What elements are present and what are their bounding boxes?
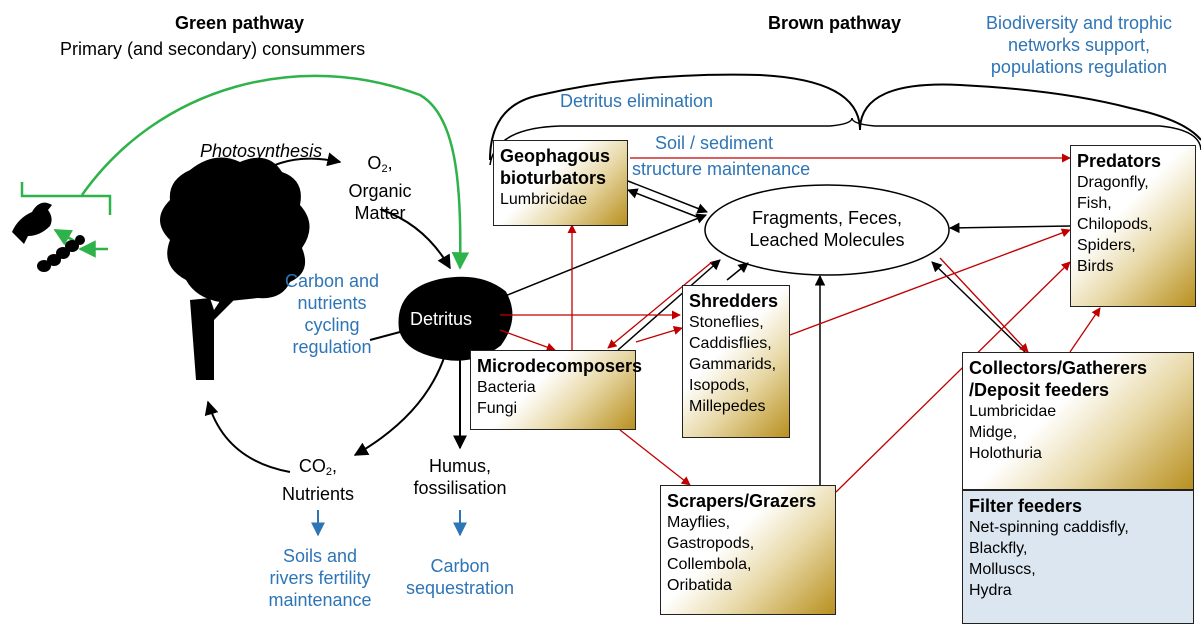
- photosynthesis-label: Photosynthesis: [200, 141, 323, 161]
- arrow-tree-o2: [249, 152, 342, 181]
- scrapers-box: Scrapers/Grazers Mayflies, Gastropods, C…: [660, 485, 836, 615]
- arrow-detritus-co2: [353, 354, 446, 456]
- geophagous-box: Geophagous bioturbators Lumbricidae: [493, 140, 628, 226]
- soil-structure-label-2: structure maintenance: [632, 159, 811, 179]
- green-pathway-subtitle: Primary (and secondary) consummers: [60, 39, 366, 59]
- microdecomposers-box: Microdecomposers Bacteria Fungi: [470, 350, 642, 430]
- soil-structure-label-1: Soil / sediment: [655, 133, 774, 153]
- arrow-predators-fragments: [948, 222, 1071, 234]
- arrow-geophagous-fragments: [627, 180, 708, 214]
- red-arrow-fragments-collectors: [939, 257, 1029, 353]
- green-arc: [80, 74, 470, 270]
- filter-feeders-box: Filter feeders Net-spinning caddisfly, B…: [962, 490, 1194, 624]
- humus-label: Humus,fossilisation: [413, 456, 507, 498]
- red-arrow-scrapers-predators: [835, 261, 1071, 493]
- detritus-label: Detritus: [410, 309, 473, 329]
- arrow-organic-detritus: [381, 209, 451, 270]
- brown-pathway-title: Brown pathway: [768, 13, 902, 33]
- red-arrow-micro-shredders: [635, 326, 683, 343]
- fragments-label: Fragments, Feces,Leached Molecules: [749, 208, 905, 250]
- green-pathway-title: Green pathway: [175, 13, 305, 33]
- bird-icon: [12, 202, 52, 244]
- red-arrow-collectors-predators: [1069, 307, 1101, 353]
- green-bracket: [20, 182, 112, 215]
- inner-brace: [489, 117, 1201, 166]
- red-arrow-fragments-micro: [607, 261, 713, 349]
- red-arrow-detritus-micro: [499, 329, 556, 352]
- arrow-fragments-geophagous: [627, 188, 701, 219]
- red-arrow-micro-scrapers: [619, 429, 691, 486]
- collectors-box: Collectors/Gatherers /Deposit feeders Lu…: [962, 352, 1194, 490]
- caterpillar-icon: [37, 235, 85, 272]
- detritus-elimination-label: Detritus elimination: [560, 91, 714, 111]
- co2-nutrients-label: CO2, Nutrients: [281, 456, 355, 504]
- red-arrow-shredders-predators: [789, 228, 1071, 336]
- tree-icon: [160, 157, 310, 380]
- arrow-co2-tree: [204, 400, 291, 473]
- arrow-collectors-fragments: [931, 261, 1026, 353]
- top-brace: [489, 73, 1201, 161]
- arrow-micro-fragments: [617, 259, 721, 351]
- arrow-detritus-fragments: [504, 213, 707, 297]
- shredders-box: Shredders Stoneflies, Caddisflies, Gamma…: [682, 285, 790, 438]
- arrow-shredders-fragments: [726, 262, 749, 281]
- predators-box: Predators Dragonfly, Fish, Chilopods, Sp…: [1070, 145, 1196, 307]
